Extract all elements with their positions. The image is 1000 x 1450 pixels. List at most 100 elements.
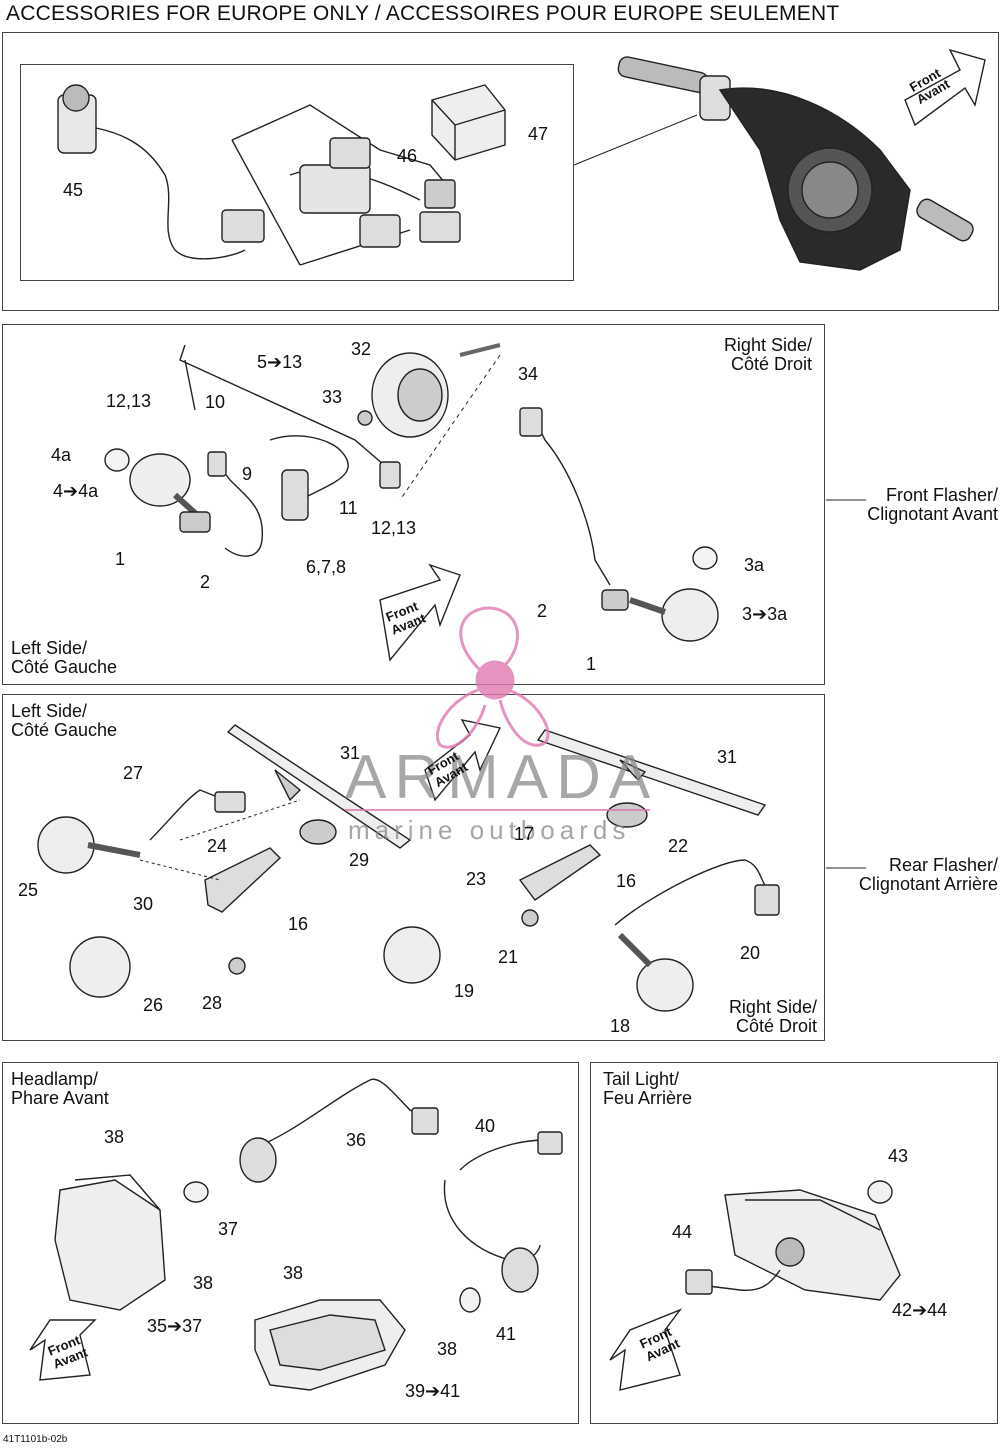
part-callout[interactable]: 31 [340,743,361,763]
bulb-37-drawing [183,1181,209,1203]
rear-right-flasher-drawing [614,859,780,1012]
part-callout[interactable]: 39➔41 [405,1381,461,1401]
part-callout[interactable]: 38 [104,1127,125,1147]
part-callout[interactable]: 18 [610,1016,631,1036]
headlamp-label: Headlamp/Phare Avant [11,1069,109,1108]
part-callout[interactable]: 16 [288,914,309,934]
part-callout[interactable]: 33 [322,387,343,407]
part-callout[interactable]: 17 [514,824,535,844]
part-callout[interactable]: 47 [528,124,549,144]
part-callout[interactable]: 21 [498,947,519,967]
nut-33-drawing [357,410,373,426]
bracket-17-drawing [518,844,602,901]
right-harness-drawing [529,409,611,586]
lens-19-drawing [383,926,441,984]
tail-light-label: Tail Light/Feu Arrière [603,1069,693,1108]
headlamp-35-drawing [54,1174,166,1311]
connector-drawing [221,209,265,243]
part-callout[interactable]: 27 [123,763,144,783]
part-callout[interactable]: 35➔37 [147,1316,203,1336]
page-title: ACCESSORIES FOR EUROPE ONLY / ACCESSOIRE… [6,2,840,25]
part-callout[interactable]: 6,7,8 [306,557,347,577]
lens-26-drawing [69,936,131,998]
harness-46-drawing [231,104,461,266]
part-callout[interactable]: 45 [63,180,84,200]
left-side-label: Left Side/Côté Gauche [11,701,118,740]
tail-light-42-drawing [724,1189,901,1301]
dashed-line [399,354,501,501]
nut-28-drawing [228,957,246,975]
part-callout[interactable]: 38 [437,1339,458,1359]
part-callout[interactable]: 44 [672,1222,693,1242]
license-bracket-31-left-drawing [226,724,412,849]
part-callout[interactable]: 30 [133,894,154,914]
bulb-3a-drawing [692,546,718,570]
part-callout[interactable]: 4a [51,445,72,465]
left-side-label: Left Side/Côté Gauche [11,638,118,677]
part-callout[interactable]: 19 [454,981,475,1001]
leader-line [573,114,698,166]
part-callout[interactable]: 9 [242,464,253,484]
rear-left-flasher-drawing [37,789,246,874]
part-callout[interactable]: 20 [740,943,761,963]
front-arrow-icon [29,48,986,1391]
connector-drawing [519,407,543,437]
part-callout[interactable]: 25 [18,880,39,900]
part-callout[interactable]: 40 [475,1116,496,1136]
socket-drawing [501,1247,539,1293]
part-callout[interactable]: 26 [143,995,164,1015]
part-callout[interactable]: 12,13 [106,391,152,411]
part-callout[interactable]: 32 [351,339,372,359]
part-callout[interactable]: 43 [888,1146,909,1166]
part-callout[interactable]: 42➔44 [892,1300,948,1320]
part-callout[interactable]: 29 [349,850,370,870]
part-callout[interactable]: 31 [717,747,738,767]
license-bracket-31-right-drawing [536,729,767,816]
right-side-label: Right Side/Côté Droit [723,335,812,374]
part-callout[interactable]: 28 [202,993,223,1013]
rear-flasher-group-label: Rear Flasher/Clignotant Arrière [858,855,998,894]
right-side-label: Right Side/Côté Droit [728,997,817,1036]
nut-21-drawing [521,909,539,927]
bulb-43-drawing [867,1180,893,1204]
part-callout[interactable]: 23 [466,869,487,889]
part-callout[interactable]: 37 [218,1219,239,1239]
part-callout[interactable]: 16 [616,871,637,891]
part-callout[interactable]: 2 [537,601,548,621]
part-callout[interactable]: 11 [339,498,358,518]
harness-36-drawing [249,1078,431,1151]
part-callout[interactable]: 34 [518,364,539,384]
part-callout[interactable]: 5➔13 [257,352,303,372]
part-callout[interactable]: 10 [205,392,226,412]
front-left-flasher-drawing [129,453,211,533]
bulb-41-drawing [459,1287,481,1313]
part-callout[interactable]: 24 [207,836,228,856]
part-callout[interactable]: 38 [283,1263,304,1283]
connector-drawing [537,1131,563,1155]
front-flasher-group-label: Front Flasher/Clignotant Avant [867,485,998,524]
grommet-29-drawing [299,819,337,845]
part-callout[interactable]: 1 [586,654,597,674]
part-callout[interactable]: 38 [193,1273,214,1293]
part-callout[interactable]: 2 [200,572,211,592]
part-callout[interactable]: 41 [496,1324,517,1344]
switch-45-drawing [57,84,246,260]
bulb-4a-drawing [104,448,130,472]
front-flasher-harness-drawing [179,344,401,557]
headlamp-39-drawing [254,1299,406,1391]
dashed-line [139,799,301,881]
harness-40-drawing [443,1139,546,1262]
bracket-24-drawing [204,847,282,913]
relay-47-drawing [431,84,506,161]
part-callout[interactable]: 22 [668,836,689,856]
part-callout[interactable]: 3➔3a [742,604,788,624]
part-callout[interactable]: 1 [115,549,126,569]
part-callout[interactable]: 3a [744,555,765,575]
front-right-flasher-drawing [601,588,719,642]
part-callout[interactable]: 36 [346,1130,367,1150]
part-callout[interactable]: 46 [397,146,418,166]
part-callout[interactable]: 4➔4a [53,481,99,501]
part-callout[interactable]: 12,13 [371,518,417,538]
connector-drawing [411,1107,439,1135]
